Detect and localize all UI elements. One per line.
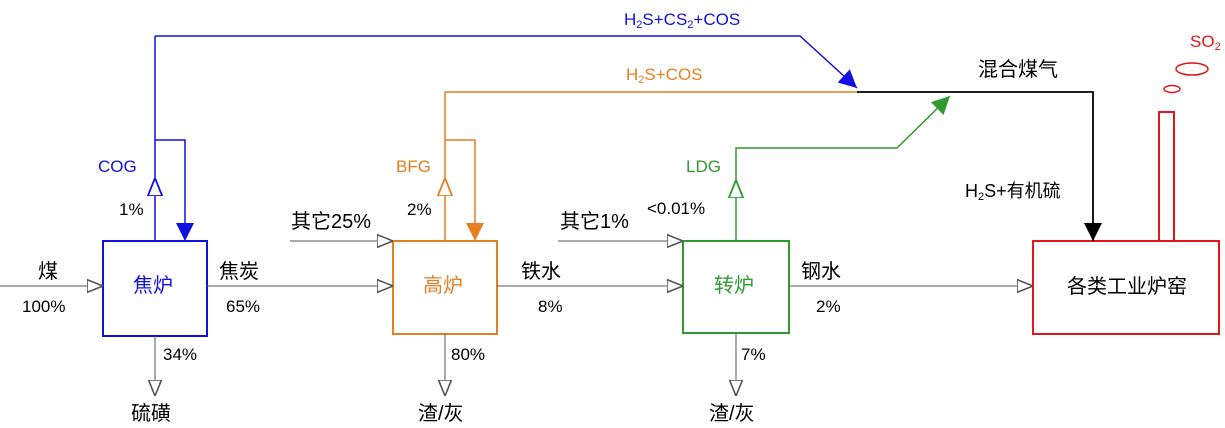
mixed-gas-line (857, 91, 1102, 241)
iron-label: 铁水 (521, 261, 561, 283)
bf-slag-label: 渣/灰 (418, 403, 464, 425)
bfg-percent: 2% (407, 200, 432, 219)
iron-percent: 8% (538, 297, 563, 316)
cv-slag-percent: 7% (741, 345, 766, 364)
steel-percent: 2% (816, 297, 841, 316)
bfg-recycle (445, 139, 484, 241)
steel-label: 钢水 (801, 261, 841, 283)
cog-species: H2S+CS2+COS (624, 10, 741, 31)
coal-label: 煤 (38, 261, 58, 283)
ldg-name: LDG (686, 157, 721, 176)
ldg-percent: <0.01% (647, 199, 706, 218)
kiln-box (1032, 240, 1220, 335)
cog-recycle (155, 139, 194, 241)
bfg-species: H2S+COS (626, 65, 703, 86)
coke-oven-label: 焦炉 (133, 275, 173, 297)
emission-species: SO2 (1190, 32, 1221, 53)
cog-main-line (155, 35, 858, 89)
blast-furnace-box (392, 240, 498, 335)
coke-percent: 65% (226, 297, 261, 316)
bfg-name: BFG (396, 157, 431, 176)
ldg-main-line (735, 95, 951, 180)
cog-name: COG (98, 157, 137, 176)
kiln-label: 各类工业炉窑 (1067, 276, 1187, 298)
mixed-gas-label: 混合煤气 (978, 59, 1058, 81)
other-cv-label: 其它1% (560, 211, 629, 233)
coke-oven-box (102, 240, 208, 337)
coal-percent: 100% (22, 297, 66, 316)
cv-slag-label: 渣/灰 (709, 403, 755, 425)
bfg-main-line (444, 91, 857, 178)
mixed-species: H2S+有机硫 (965, 181, 1061, 203)
blast-furnace-label: 高炉 (423, 275, 463, 297)
sulfur-percent: 34% (163, 345, 198, 364)
smoke-puff-small (1163, 84, 1181, 94)
other-bf-label: 其它25% (291, 211, 372, 233)
chimney (1158, 111, 1175, 241)
smoke-puff-large (1175, 62, 1209, 76)
cog-percent: 1% (119, 200, 144, 219)
converter-label: 转炉 (714, 275, 754, 297)
sulfur-label: 硫磺 (131, 403, 171, 425)
bf-slag-percent: 80% (451, 345, 486, 364)
coke-label: 焦炭 (219, 261, 259, 283)
